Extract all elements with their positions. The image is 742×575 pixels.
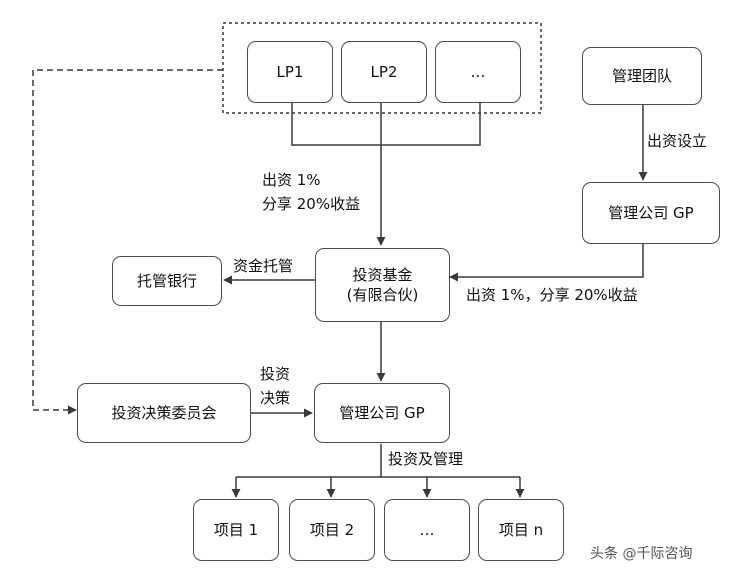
lp-join-line (291, 103, 481, 146)
project-more-label: … (419, 521, 435, 539)
projectn-label: 项目 n (498, 521, 544, 539)
lp2-box: LP2 (341, 41, 427, 103)
custodian-label: 托管银行 (136, 272, 197, 290)
lp-to-fund-label-line2: 分享 20%收益 (262, 195, 361, 213)
gp-top-box: 管理公司 GP (582, 182, 720, 244)
team-to-gp-label: 出资设立 (647, 132, 708, 150)
lp-more-box: … (435, 41, 521, 103)
projectn-box: 项目 n (478, 499, 564, 561)
committee-to-gp-label-line1: 投资 (260, 365, 291, 383)
fund-to-custodian-label: 资金托管 (233, 257, 294, 275)
project2-box: 项目 2 (289, 499, 375, 561)
lp-group-border (222, 22, 542, 114)
committee-label: 投资决策委员会 (111, 404, 217, 422)
lp-to-fund-label-line1: 出资 1% (262, 171, 321, 189)
gp-mid-box: 管理公司 GP (314, 383, 450, 443)
committee-box: 投资决策委员会 (77, 383, 251, 443)
project-more-box: … (384, 499, 470, 561)
fund-box: 投资基金 (有限合伙) (315, 248, 450, 322)
gp-to-fund-arrow (449, 244, 644, 282)
project2-label: 项目 2 (309, 521, 355, 539)
management-team-box: 管理团队 (582, 47, 702, 105)
gp-top-label: 管理公司 GP (608, 204, 694, 222)
lp1-label: LP1 (276, 63, 304, 81)
lp-to-committee-dashed-arrow (32, 69, 223, 415)
gp-to-projects-label: 投资及管理 (388, 450, 464, 468)
committee-to-gp-label-line2: 决策 (260, 389, 291, 407)
gp-to-fund-label: 出资 1%，分享 20%收益 (466, 286, 638, 304)
custodian-box: 托管银行 (112, 256, 222, 306)
fund-label-line2: (有限合伙) (346, 286, 419, 304)
fund-label-line1: 投资基金 (352, 266, 413, 284)
lp2-label: LP2 (370, 63, 398, 81)
gp-mid-label: 管理公司 GP (339, 404, 425, 422)
management-team-label: 管理团队 (611, 67, 672, 85)
project1-box: 项目 1 (193, 499, 279, 561)
project1-label: 项目 1 (213, 521, 259, 539)
lp-more-label: … (470, 63, 486, 81)
watermark: 头条 @千际咨询 (590, 546, 693, 562)
lp1-box: LP1 (247, 41, 333, 103)
